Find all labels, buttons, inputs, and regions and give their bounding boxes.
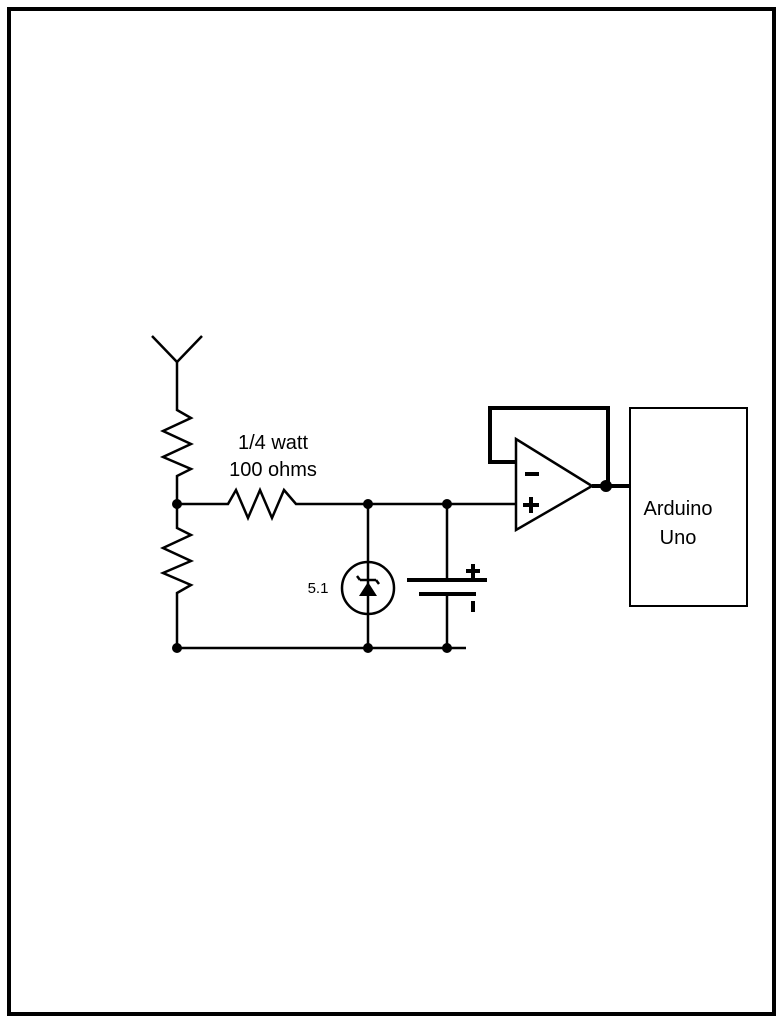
capacitor xyxy=(407,504,487,648)
junction-dot xyxy=(442,643,452,653)
op-amp xyxy=(488,406,630,533)
antenna-icon xyxy=(151,335,203,405)
resistor-label-wattage: 1/4 watt xyxy=(238,432,308,454)
lower-resistor xyxy=(159,504,195,648)
output-dot xyxy=(600,480,612,492)
series-resistor xyxy=(177,486,516,522)
junction-dot xyxy=(172,643,182,653)
arduino-label-line2: Uno xyxy=(660,527,697,549)
upper-resistor xyxy=(159,405,194,504)
junction-dot xyxy=(363,643,373,653)
resistor-label-ohms: 100 ohms xyxy=(229,459,317,481)
zener-voltage-label: 5.1 xyxy=(308,580,329,597)
arduino-box xyxy=(629,407,748,607)
junction-dot xyxy=(363,499,373,509)
junction-dot xyxy=(172,499,182,509)
junction-dot xyxy=(442,499,452,509)
zener-diode xyxy=(340,504,396,648)
arduino-label-line1: Arduino xyxy=(644,498,713,520)
